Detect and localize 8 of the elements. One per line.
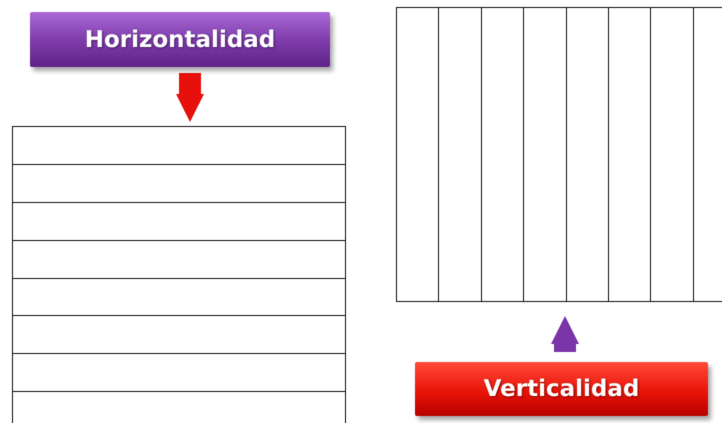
title-banner: [30, 12, 330, 67]
horizontal-lines-grid: [12, 126, 346, 423]
banner-label: Verticalidad: [484, 376, 640, 402]
block-arrow: [551, 316, 579, 352]
title-banner: [415, 362, 708, 416]
block-arrow: [176, 73, 204, 122]
vertical-lines-grid: [396, 7, 722, 302]
banner-label: Horizontalidad: [84, 26, 276, 52]
